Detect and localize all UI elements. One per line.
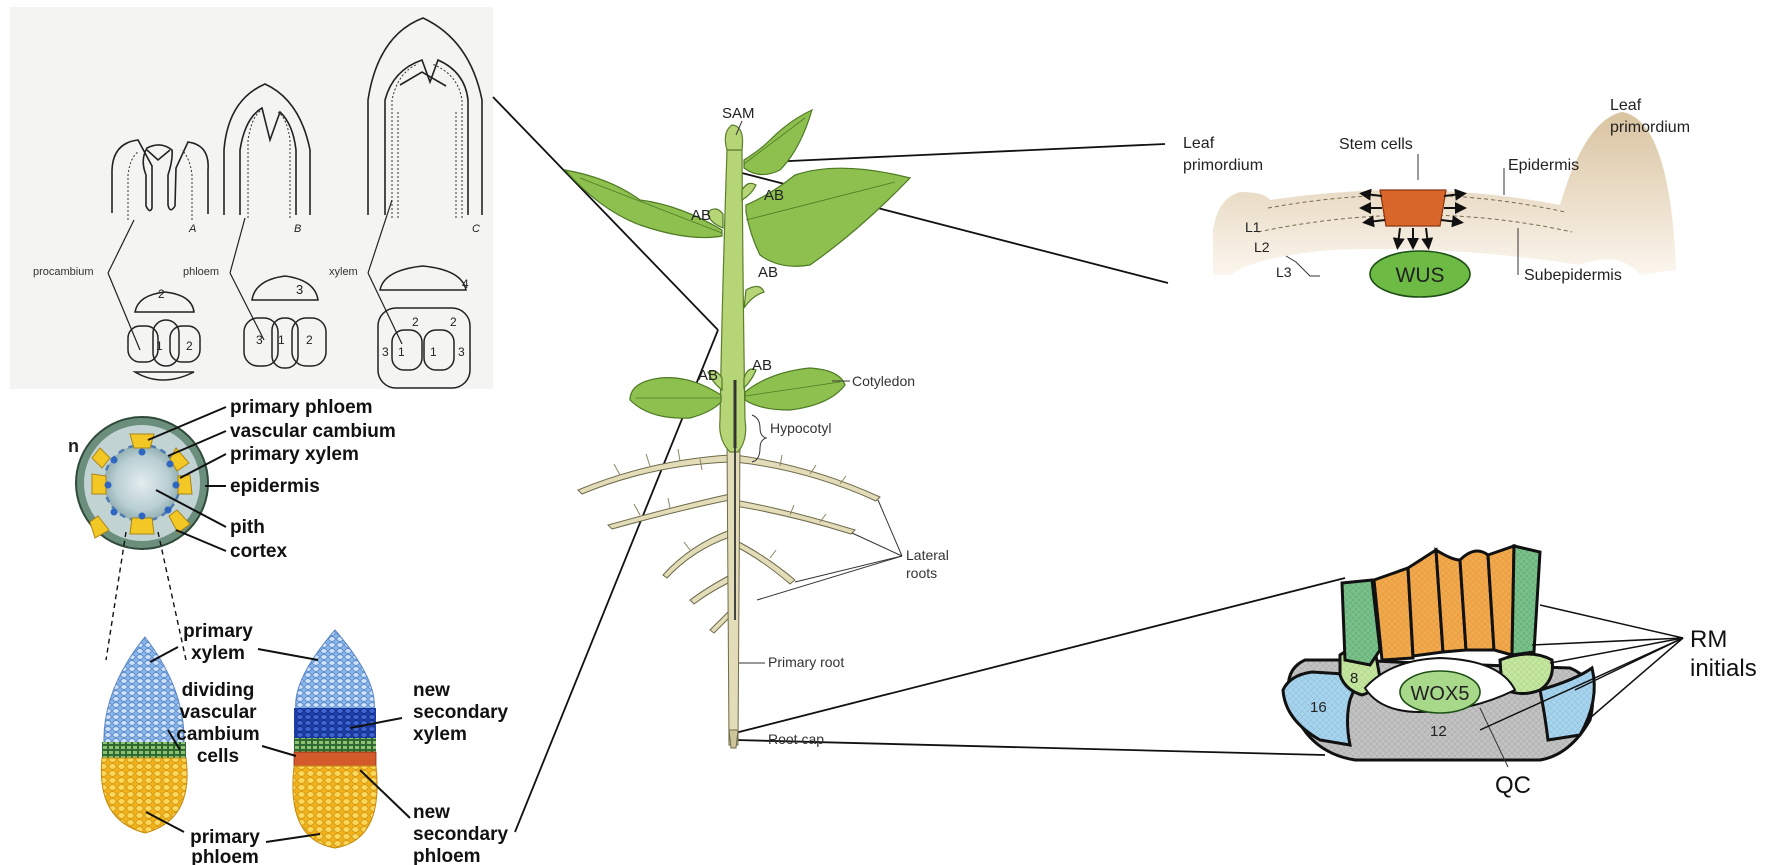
label-primary-phloem: primary phloem [230,397,373,418]
label-qc: QC [1495,772,1531,799]
label-epidermis-sam: Epidermis [1508,157,1579,174]
label-new-sec-xylem-line2: secondary [413,702,508,723]
label-lateral-roots-line1: Lateral [906,547,949,563]
bundle-number-13: 2 [412,315,419,329]
procambium-panel: 2 1 2 3 1 2 3 2 4 1 1 3 2 3 A B C procam… [10,7,493,389]
scan-background [10,7,493,389]
bundle-number-3: 2 [186,339,193,353]
stage-letter-c: C [472,223,480,235]
label-dividing-line4: cells [197,746,239,767]
bundle-number-4: 3 [296,282,303,297]
label-new-sec-xylem-line1: new [413,680,450,701]
primary-cambium-band [102,742,186,758]
label-procambium: procambium [33,266,94,278]
label-leaf-primordium-right-line1: Leaf [1610,97,1642,114]
shoot-apex [725,125,742,150]
label-primary-xylem: primary xylem [230,444,359,465]
shoot-meristem-panel: WUS Leaf primordium Leaf primordium Stem… [1183,97,1690,297]
label-lateral-roots-line2: roots [906,565,937,581]
primary-bundle [101,637,187,833]
label-l3: L3 [1276,264,1292,280]
label-cotyledon: Cotyledon [852,373,915,389]
label-ab-1: AB [691,207,711,224]
label-primary-xylem-line1: primary [183,621,253,642]
label-epidermis: epidermis [230,476,320,497]
label-subepidermis: Subepidermis [1524,267,1622,284]
label-rm-initials-line1: RM [1690,626,1727,653]
stele-cell-6 [1488,546,1514,655]
label-dividing-line2: vascular [179,702,257,723]
stage-letter-a: A [188,223,196,235]
stage-letter-b: B [294,223,301,235]
bundle-number-1: 2 [158,287,165,301]
label-primary-phloem-line2: phloem [191,847,259,865]
bundle-number-2: 1 [156,339,163,353]
wox5-label: WOX5 [1411,683,1470,705]
label-hypocotyl: Hypocotyl [770,420,831,436]
label-new-sec-phloem-line3: phloem [413,846,481,865]
label-cortex: cortex [230,541,287,562]
label-ab-3: AB [758,264,778,281]
bundle-number-9: 4 [462,277,469,291]
label-l2: L2 [1254,239,1270,255]
label-ab-4: AB [698,367,718,384]
primary-root [727,440,740,745]
bundle-number-8: 2 [450,315,457,329]
stele-cell-right [1512,546,1540,655]
secondary-bundle [293,630,377,848]
bundle-number-11: 1 [430,345,437,359]
cell-number-16: 16 [1310,699,1327,716]
stem-cells [1380,190,1446,226]
label-new-sec-xylem-line3: xylem [413,724,467,745]
label-primary-xylem-line2: xylem [191,643,245,664]
wus-label: WUS [1396,264,1445,287]
bundle-number-5: 1 [278,333,285,347]
cell-number-12: 12 [1430,723,1447,740]
label-sam: SAM [722,105,755,122]
bundle-number-10: 1 [398,345,405,359]
label-stem-cells: Stem cells [1339,136,1413,153]
label-leaf-primordium-right-line2: primordium [1610,119,1690,136]
label-l1: L1 [1245,219,1261,235]
label-leaf-primordium-left-line1: Leaf [1183,135,1215,152]
label-dividing-line1: dividing [182,680,255,701]
label-rm-initials-line2: initials [1690,655,1757,682]
root-meristem-panel: WOX5 8 16 12 QC RM initials [1283,546,1757,799]
root-cap [729,730,738,748]
new-secondary-phloem-band [294,752,376,766]
label-phloem: phloem [183,266,219,278]
label-root-cap: Root cap [768,731,824,747]
cut-label: n [68,436,79,456]
hypocotyl-brace [752,415,766,462]
bundle-number-14: 3 [458,345,465,359]
label-new-sec-phloem-line2: secondary [413,824,508,845]
label-ab-5: AB [752,357,772,374]
vascular-bundle-panel: primary xylem dividing vascular cambium … [101,621,508,865]
new-secondary-xylem-band [294,708,376,738]
label-ab-2: AB [764,187,784,204]
label-pith: pith [230,517,265,538]
stele-cell-2 [1374,568,1413,660]
bundle-number-12: 3 [382,345,389,359]
label-vascular-cambium: vascular cambium [230,421,396,442]
label-primary-phloem-line1: primary [190,827,260,848]
bundle-number-6: 2 [306,333,313,347]
label-leaf-primordium-left-line2: primordium [1183,157,1263,174]
plant-seedling: SAM AB AB AB AB AB Cotyledon Hypocotyl L… [565,105,949,748]
secondary-cambium-band [294,738,376,752]
label-new-sec-phloem-line1: new [413,802,450,823]
label-primary-root: Primary root [768,654,844,670]
label-xylem: xylem [329,266,358,278]
cell-number-8: 8 [1350,670,1358,687]
label-dividing-line3: cambium [176,724,259,745]
